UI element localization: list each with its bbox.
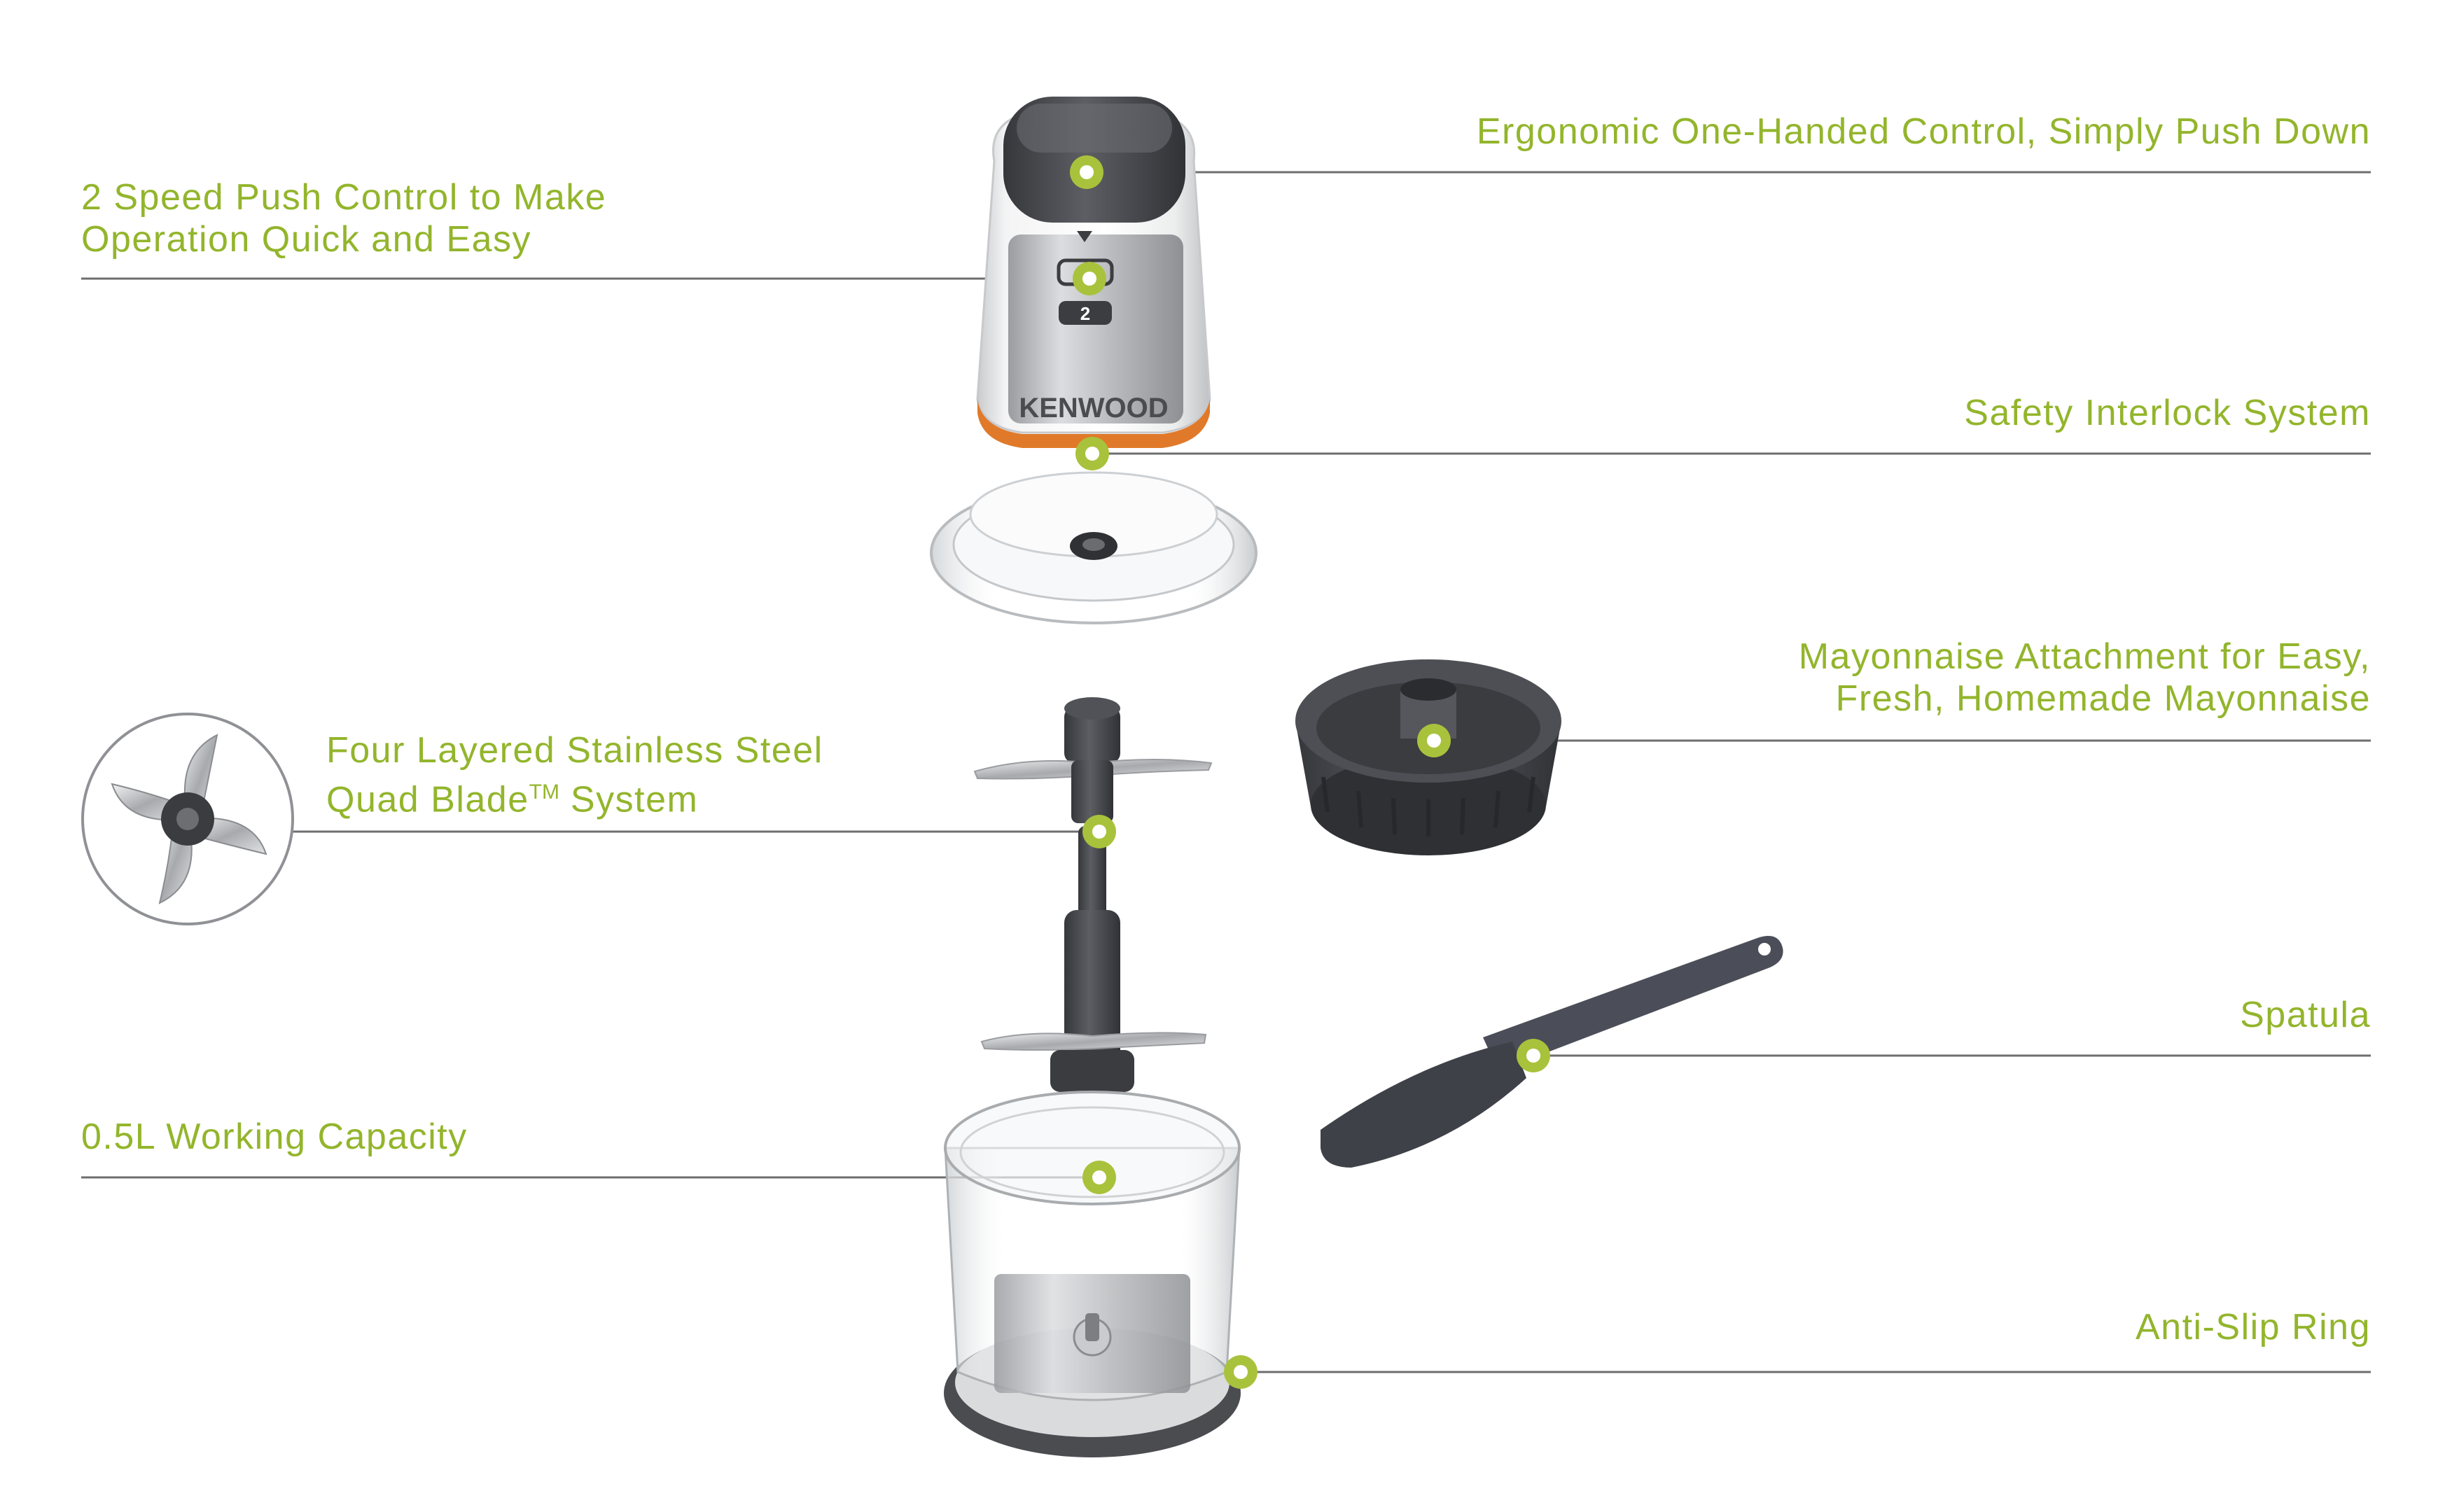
mayo-tube-top bbox=[1400, 678, 1456, 701]
label-speed-control: 2 Speed Push Control to Make Operation Q… bbox=[81, 176, 606, 260]
label-antislip: Anti-Slip Ring bbox=[2136, 1306, 2371, 1348]
marker-mayo bbox=[1417, 724, 1451, 757]
transparent-lid bbox=[930, 471, 1258, 624]
label-spatula: Spatula bbox=[2240, 994, 2371, 1036]
mayo-ribs bbox=[1321, 776, 1535, 836]
callout-markers bbox=[1070, 155, 1550, 1389]
label-capacity: 0.5L Working Capacity bbox=[81, 1116, 468, 1158]
label-ergonomic: Ergonomic One-Handed Control, Simply Pus… bbox=[1477, 111, 2371, 153]
label-speed-line2: Operation Quick and Easy bbox=[81, 219, 531, 260]
blade-collar-top bbox=[1064, 697, 1120, 720]
lid-shaft-hole-inner bbox=[1082, 538, 1105, 551]
quad-blade-inset bbox=[81, 713, 294, 925]
marker-speed bbox=[1073, 262, 1106, 295]
bowl-spindle-post bbox=[1085, 1313, 1099, 1341]
label-safety-text: Safety Interlock System bbox=[1964, 393, 2371, 433]
marker-capacity bbox=[1082, 1161, 1116, 1194]
lower-blade bbox=[980, 1032, 1207, 1051]
label-mayo-line1: Mayonnaise Attachment for Easy, bbox=[1798, 636, 2371, 677]
label-quad-blade: Four Layered Stainless Steel Quad BladeT… bbox=[326, 729, 823, 820]
blade-top-collar bbox=[1064, 707, 1120, 763]
label-blade-line2-suffix: System bbox=[559, 779, 699, 820]
blade-base-cap bbox=[1050, 1050, 1134, 1092]
label-blade-trademark: TM bbox=[529, 780, 559, 804]
marker-blade bbox=[1082, 815, 1116, 848]
speed-button-2 bbox=[1059, 301, 1112, 325]
bowl-rim bbox=[944, 1091, 1241, 1205]
spatula-hang-hole bbox=[1758, 943, 1771, 955]
label-blade-line1: Four Layered Stainless Steel bbox=[326, 730, 823, 771]
speed-mark-2: 2 bbox=[1080, 303, 1090, 324]
orange-base-ring bbox=[977, 399, 1210, 448]
label-spatula-text: Spatula bbox=[2240, 995, 2371, 1035]
spatula bbox=[1321, 936, 1783, 1168]
chopping-bowl bbox=[944, 1091, 1241, 1457]
label-speed-line1: 2 Speed Push Control to Make bbox=[81, 177, 607, 218]
marker-spatula bbox=[1517, 1039, 1550, 1072]
motor-unit: 2 KENWOOD bbox=[976, 97, 1211, 448]
label-mayonnaise: Mayonnaise Attachment for Easy, Fresh, H… bbox=[1799, 636, 2371, 720]
spatula-handle bbox=[1483, 936, 1783, 1071]
inset-hub-center bbox=[176, 808, 199, 830]
marker-ergonomic bbox=[1070, 155, 1103, 189]
label-antislip-text: Anti-Slip Ring bbox=[2135, 1307, 2371, 1348]
label-mayo-line2: Fresh, Homemade Mayonnaise bbox=[1835, 678, 2371, 719]
label-ergonomic-text: Ergonomic One-Handed Control, Simply Pus… bbox=[1476, 111, 2371, 152]
label-blade-line2: Quad BladeTM System bbox=[326, 771, 823, 820]
label-blade-line2-prefix: Quad Blade bbox=[326, 779, 529, 820]
push-button-face bbox=[1017, 104, 1172, 153]
mayonnaise-attachment bbox=[1295, 659, 1561, 855]
steel-control-panel bbox=[1008, 234, 1183, 424]
blade-hub bbox=[1071, 760, 1113, 823]
brand-logo: KENWOOD bbox=[1019, 393, 1168, 424]
bowl-rim-inner bbox=[959, 1106, 1225, 1198]
speed-arrow-icon bbox=[1077, 231, 1092, 242]
leader-lines bbox=[81, 171, 2371, 1373]
label-safety: Safety Interlock System bbox=[1964, 392, 2371, 434]
marker-safety bbox=[1075, 437, 1109, 470]
marker-antislip bbox=[1224, 1355, 1258, 1389]
label-capacity-text: 0.5L Working Capacity bbox=[81, 1116, 468, 1157]
spatula-head bbox=[1321, 1042, 1526, 1168]
blade-assembly bbox=[973, 697, 1213, 1092]
